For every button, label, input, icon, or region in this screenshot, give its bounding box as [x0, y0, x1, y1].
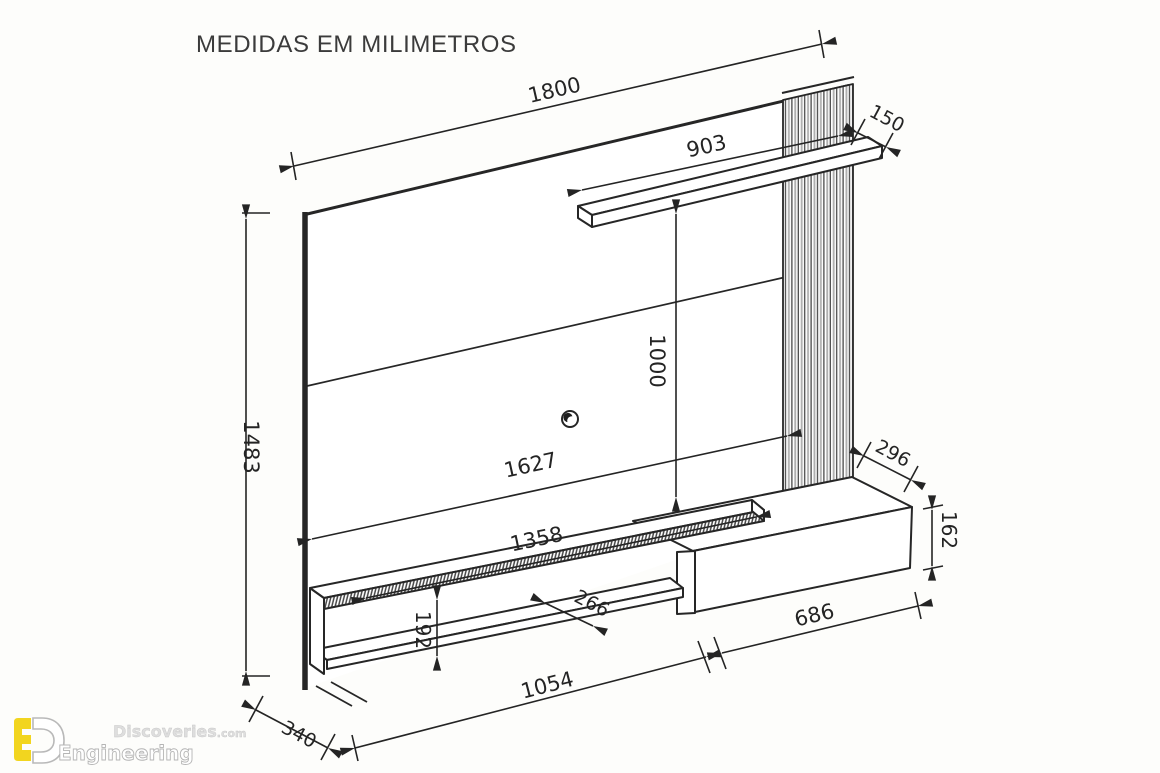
logo-letter-d	[32, 717, 65, 764]
brand-text-discoveries-main: Discoveries	[113, 722, 217, 741]
label-niche-height: 192	[411, 611, 435, 649]
dimension-total-width	[278, 29, 838, 181]
label-total-height: 1483	[239, 420, 263, 473]
brand-text-discoveries: Discoveries.com	[113, 722, 247, 741]
page-title: MEDIDAS EM MILIMETROS	[196, 31, 517, 58]
base-divider	[676, 550, 696, 615]
dimension-media-board-length	[350, 510, 772, 605]
dimension-base-depth	[849, 441, 926, 493]
label-shelf-clearance: 1000	[645, 334, 669, 387]
panel-division-line	[306, 276, 787, 387]
label-drawer-height: 162	[937, 511, 961, 549]
dimension-shelf-depth	[843, 118, 901, 160]
dimension-shelf-length	[566, 128, 854, 198]
logo-letter-e	[14, 718, 31, 761]
dimension-labels: 1800 903 150 1483 1000 1627 1358 266 192…	[239, 72, 961, 752]
dimension-drawer-section-length	[706, 591, 934, 670]
dimensions-group	[241, 29, 944, 762]
brand-logo: Discoveries.com Engineering	[14, 717, 247, 765]
dimension-side-depth	[241, 695, 343, 761]
dimension-total-height	[241, 204, 270, 686]
cable-hole-icon	[561, 410, 579, 428]
left-end-cap	[309, 587, 325, 675]
dimension-open-section-length	[339, 640, 722, 762]
brand-text-discoveries-suffix: .com	[217, 727, 247, 740]
dimension-drawer-height	[922, 495, 944, 581]
brand-text-engineering: Engineering	[58, 741, 194, 765]
dimension-niche-depth	[530, 592, 608, 637]
